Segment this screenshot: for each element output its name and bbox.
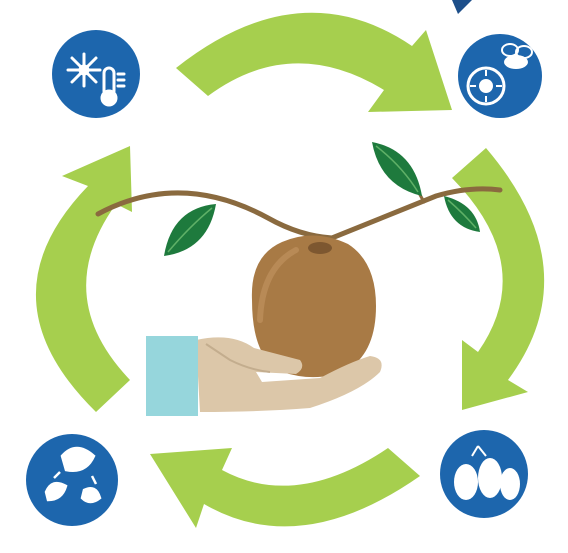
- open-hand: [146, 336, 382, 416]
- badge-autumn: [20, 428, 124, 532]
- snowflake-thermometer-icon: [66, 52, 126, 107]
- top-edge-mark: [452, 0, 472, 14]
- arrow-bottom: [150, 448, 420, 528]
- badge-winter: [46, 24, 146, 124]
- arrow-top: [176, 12, 452, 113]
- bee-flower-icon: [466, 43, 533, 106]
- badge-pollination: [452, 28, 548, 124]
- leaf-top: [372, 142, 422, 196]
- kiwi-branch: [95, 142, 503, 256]
- kiwi-fruit: [251, 235, 376, 378]
- arrow-right: [452, 148, 545, 410]
- badge-harvest: [434, 424, 534, 524]
- leaf-left: [164, 204, 216, 256]
- cycle-arrows: [35, 12, 545, 528]
- falling-leaves-icon: [44, 446, 102, 504]
- arrow-left: [35, 146, 132, 412]
- sleeve-cuff: [146, 336, 198, 416]
- kiwi-fruits-icon: [454, 445, 520, 500]
